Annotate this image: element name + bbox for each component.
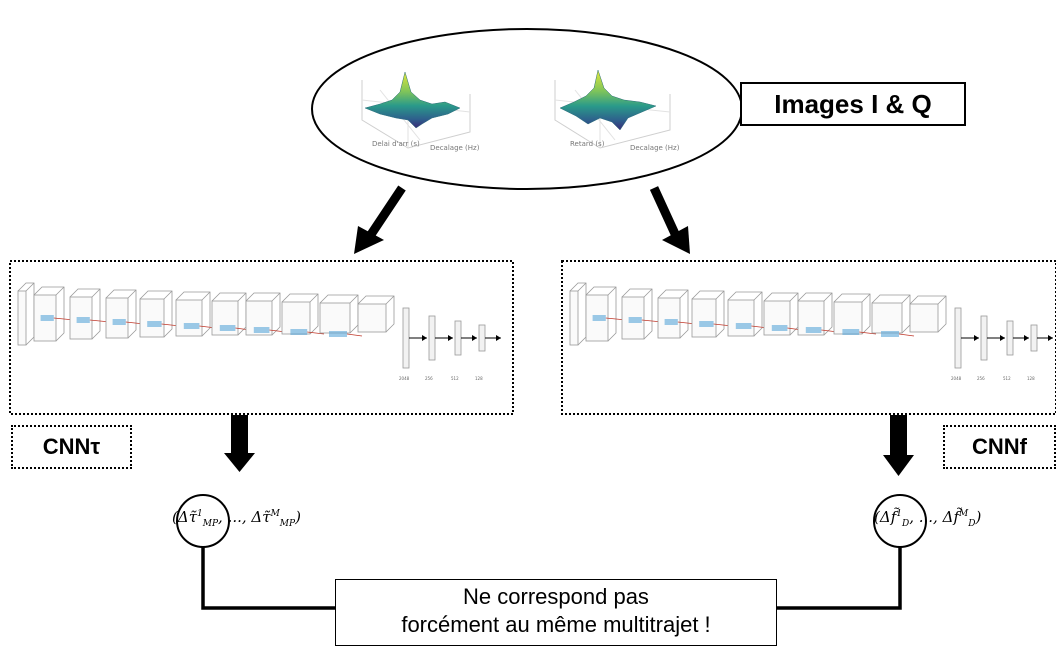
images-label: Images I & Q — [774, 88, 932, 119]
conv-block — [281, 293, 319, 335]
conv-block — [319, 294, 359, 334]
feature-map — [842, 329, 860, 335]
dense-arrowhead — [448, 335, 453, 341]
feature-map — [112, 319, 126, 325]
svg-text:Retard (s): Retard (s) — [570, 140, 605, 148]
feature-map — [290, 329, 308, 335]
connection-line — [307, 331, 325, 335]
right-cnn-label-box: CNNf — [943, 425, 1056, 469]
dense-size-label: 256 — [977, 376, 985, 381]
note-line-2: forcément au même multitrajet ! — [401, 612, 711, 637]
arrow-right-down — [883, 415, 914, 476]
dense-layer — [428, 315, 436, 361]
svg-text:Decalage (Hz): Decalage (Hz) — [430, 144, 480, 152]
conv-block — [105, 289, 137, 339]
right-cnn-architecture: 2048 256 512 128 — [569, 282, 1053, 381]
left-cnn-label-box: CNNτ — [11, 425, 132, 469]
feature-map — [147, 321, 162, 327]
left-cnn-architecture: 2048 256 512 128 — [17, 282, 501, 381]
feature-map — [76, 317, 90, 323]
images-label-box: Images I & Q — [740, 82, 966, 126]
conv-block — [357, 295, 395, 333]
feature-map — [253, 327, 270, 333]
dense-size-label: 512 — [451, 376, 459, 381]
conv-block — [727, 291, 763, 337]
note-line-1: Ne correspond pas — [463, 584, 649, 609]
dense-arrowhead — [1048, 335, 1053, 341]
dense-layer — [478, 324, 486, 352]
connection-line — [346, 333, 363, 337]
feature-map — [771, 325, 788, 331]
dense-layer — [402, 307, 410, 369]
conv-block — [17, 282, 35, 346]
conv-block — [569, 282, 587, 346]
feature-map — [735, 323, 752, 329]
dense-size-label: 256 — [425, 376, 433, 381]
dense-arrowhead — [1024, 335, 1029, 341]
dense-arrowhead — [1000, 335, 1005, 341]
right-output-formula: (Δf̃1D, ..., Δf̃MD) — [874, 508, 982, 529]
feature-map — [805, 327, 822, 333]
feature-map — [183, 323, 200, 329]
svg-text:Decalage (Hz): Decalage (Hz) — [630, 144, 680, 152]
right-bottom-connector — [776, 547, 902, 610]
note-box: Ne correspond pas forcément au même mult… — [335, 579, 777, 646]
feature-map — [664, 319, 678, 325]
conv-block — [175, 291, 211, 337]
arrow-to-left-cnn — [354, 185, 406, 254]
feature-map — [628, 317, 642, 323]
left-cnn-label: CNNτ — [42, 434, 101, 459]
dense-arrowhead — [472, 335, 477, 341]
dense-size-label: 2048 — [399, 376, 410, 381]
surface-plot-q: Retard (s) Decalage (Hz) — [554, 69, 680, 152]
surface-plot-i: Delai d'arr (s) Decalage (Hz) — [361, 71, 480, 152]
feature-map — [592, 315, 606, 321]
dense-size-label: 128 — [1027, 376, 1035, 381]
dense-layer — [980, 315, 988, 361]
feature-map — [40, 315, 54, 321]
dense-size-label: 512 — [1003, 376, 1011, 381]
conv-block — [691, 290, 725, 338]
dense-layer — [1006, 320, 1014, 356]
dense-arrowhead — [974, 335, 979, 341]
dense-layer — [1030, 324, 1038, 352]
feature-map — [329, 331, 347, 337]
conv-block — [833, 293, 871, 335]
dense-arrowhead — [496, 335, 501, 341]
left-output-formula: (Δτ̃1MP, ..., Δτ̃MMP) — [172, 508, 301, 529]
dense-size-label: 2048 — [951, 376, 962, 381]
feature-map — [699, 321, 714, 327]
arrow-left-down — [224, 415, 255, 472]
feature-map — [219, 325, 236, 331]
svg-text:Delai d'arr (s): Delai d'arr (s) — [372, 140, 420, 148]
dense-layer — [954, 307, 962, 369]
right-cnn-label: CNNf — [972, 434, 1027, 459]
conv-block — [657, 289, 689, 339]
dense-arrowhead — [422, 335, 427, 341]
connection-line — [898, 333, 915, 337]
conv-block — [909, 295, 947, 333]
feature-map — [881, 331, 899, 337]
connection-line — [859, 331, 877, 335]
conv-block — [139, 290, 173, 338]
left-bottom-connector — [201, 547, 336, 610]
dense-layer — [454, 320, 462, 356]
dense-size-label: 128 — [475, 376, 483, 381]
arrow-to-right-cnn — [649, 186, 690, 254]
